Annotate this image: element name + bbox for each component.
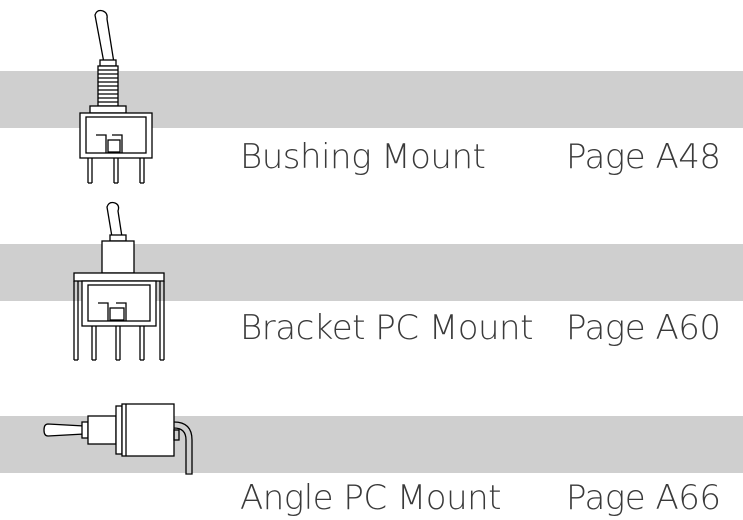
mount-type-label: Bushing Mount [240, 137, 486, 177]
bracket-pc-mount-switch-icon [73, 201, 165, 361]
page-reference: Page A48 [566, 137, 721, 177]
mount-type-label: Angle PC Mount [240, 478, 502, 518]
mount-type-label: Bracket PC Mount [240, 308, 533, 348]
angle-pc-mount-switch-icon [43, 403, 193, 475]
bushing-mount-switch-icon [79, 9, 153, 184]
page-reference: Page A66 [566, 478, 721, 518]
page-reference: Page A60 [566, 308, 721, 348]
